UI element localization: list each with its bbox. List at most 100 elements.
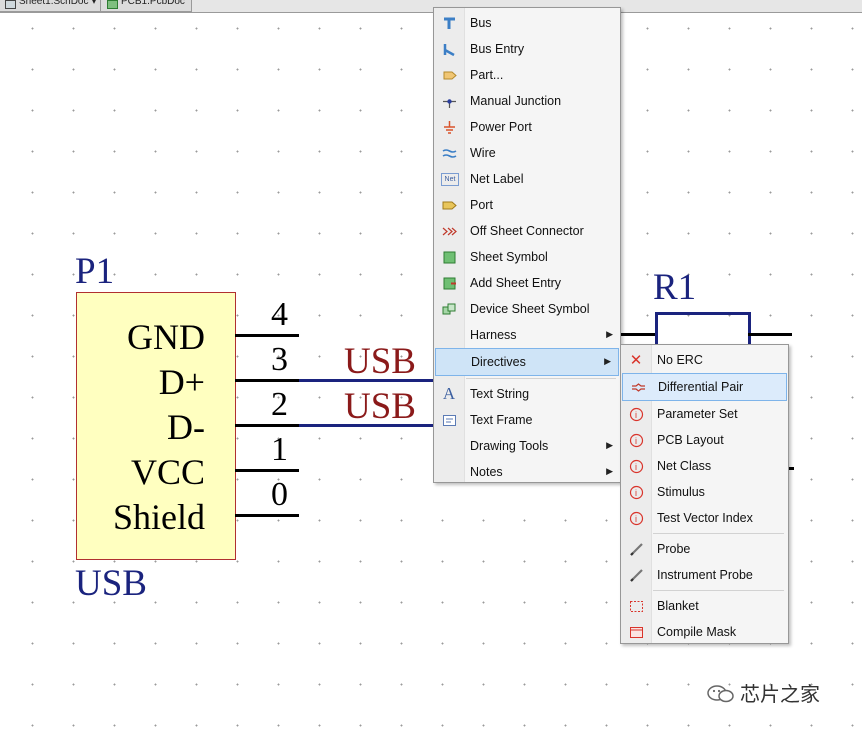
svg-text:i: i [635, 436, 637, 446]
menu-item-directives[interactable]: Directives ▶ [435, 348, 619, 376]
tab-schdoc[interactable]: Sheet1.SchDoc ▾ [0, 0, 104, 12]
menu-item-pcb-layout[interactable]: i PCB Layout [621, 427, 788, 453]
blanket-icon [628, 598, 644, 614]
wechat-icon [706, 683, 734, 703]
menu-item-notes[interactable]: Notes ▶ [470, 465, 613, 479]
menu-item-wire[interactable]: Wire [434, 140, 620, 166]
svg-text:i: i [635, 488, 637, 498]
port-icon [441, 197, 457, 213]
component-comment[interactable]: USB [75, 563, 147, 604]
test-vector-index-icon: i [628, 510, 644, 526]
differential-pair-icon [630, 379, 646, 395]
place-context-menu: Bus Bus Entry Part... Manual Junction Po… [433, 7, 621, 483]
device-sheet-symbol-icon [441, 301, 457, 317]
pin-line[interactable] [235, 379, 299, 382]
menu-item-blanket[interactable]: Blanket [621, 593, 788, 619]
pin-line[interactable] [235, 514, 299, 517]
menu-item-harness[interactable]: Harness ▶ [470, 328, 613, 342]
net-label-dminus[interactable]: USB [344, 386, 416, 427]
menu-separator [434, 376, 620, 381]
submenu-arrow-icon: ▶ [606, 440, 613, 450]
resistor-designator[interactable]: R1 [653, 267, 697, 308]
menu-item-probe[interactable]: Probe [621, 536, 788, 562]
menu-item-parameter-set[interactable]: i Parameter Set [621, 401, 788, 427]
text-string-icon: A [442, 384, 456, 403]
pin-name-dminus: D- [167, 407, 205, 447]
submenu-arrow-icon: ▶ [604, 356, 611, 366]
menu-separator [621, 531, 788, 536]
menu-item-manual-junction[interactable]: Manual Junction [434, 88, 620, 114]
menu-item-bus[interactable]: Bus [434, 10, 620, 36]
menu-item-stimulus[interactable]: i Stimulus [621, 479, 788, 505]
net-label-dplus[interactable]: USB [344, 341, 416, 382]
svg-text:i: i [635, 462, 637, 472]
menu-item-device-sheet-symbol[interactable]: Device Sheet Symbol [434, 296, 620, 322]
bus-entry-icon [441, 41, 457, 57]
no-erc-icon: ✕ [629, 352, 643, 369]
wire-dplus[interactable] [299, 379, 435, 382]
pin-line[interactable] [235, 334, 299, 337]
parameter-set-icon: i [628, 406, 644, 422]
instrument-probe-icon [628, 567, 644, 583]
text-frame-icon [441, 412, 457, 428]
pin-line[interactable] [235, 469, 299, 472]
stimulus-icon: i [628, 484, 644, 500]
menu-item-sheet-symbol[interactable]: Sheet Symbol [434, 244, 620, 270]
pin-number: 0 [271, 476, 288, 513]
net-class-icon: i [628, 458, 644, 474]
menu-item-instrument-probe[interactable]: Instrument Probe [621, 562, 788, 588]
menu-item-text-string[interactable]: A Text String [442, 384, 530, 403]
pin-number: 3 [271, 341, 288, 378]
wire-icon [441, 145, 457, 161]
component-body[interactable] [76, 292, 236, 560]
svg-text:i: i [635, 514, 637, 524]
resistor-body[interactable] [655, 312, 751, 348]
directives-submenu: ✕ No ERC Differential Pair i Parameter S… [620, 344, 789, 644]
menu-item-port[interactable]: Port [434, 192, 620, 218]
pin-name-shield: Shield [112, 497, 205, 537]
menu-item-off-sheet-connector[interactable]: Off Sheet Connector [434, 218, 620, 244]
pin-line[interactable] [235, 424, 299, 427]
watermark: 芯片之家 [706, 678, 820, 707]
component-designator[interactable]: P1 [75, 251, 115, 292]
svg-text:i: i [635, 410, 637, 420]
resistor-lead-right[interactable] [748, 333, 792, 336]
tab-pcbdoc[interactable]: PCB1.PcbDoc [100, 0, 192, 12]
menu-item-differential-pair[interactable]: Differential Pair [622, 373, 787, 401]
wire-stub[interactable] [788, 467, 794, 470]
document-tab-strip: Sheet1.SchDoc ▾ PCB1.PcbDoc [0, 0, 862, 13]
wire-dminus[interactable] [299, 424, 435, 427]
pin-name-gnd: GND [127, 317, 205, 357]
part-icon [441, 67, 457, 83]
menu-item-compile-mask[interactable]: Compile Mask [621, 619, 788, 645]
menu-item-test-vector-index[interactable]: i Test Vector Index [621, 505, 788, 531]
menu-item-text-frame[interactable]: Text Frame [434, 407, 620, 433]
power-port-icon [441, 119, 457, 135]
pcb-layout-icon: i [628, 432, 644, 448]
bus-icon [441, 15, 457, 31]
menu-item-net-class[interactable]: i Net Class [621, 453, 788, 479]
menu-item-drawing-tools[interactable]: Drawing Tools ▶ [470, 439, 613, 453]
tab-label: PCB1.PcbDoc [121, 0, 185, 7]
pin-name-dplus: D+ [158, 362, 205, 402]
menu-item-power-port[interactable]: Power Port [434, 114, 620, 140]
sheet-entry-icon [441, 275, 457, 291]
menu-item-no-erc[interactable]: ✕ No ERC [629, 352, 703, 369]
menu-item-bus-entry[interactable]: Bus Entry [434, 36, 620, 62]
watermark-text: 芯片之家 [740, 684, 820, 706]
resistor-lead-left[interactable] [620, 333, 655, 336]
tab-dropdown-icon[interactable]: ▾ [91, 0, 97, 7]
compile-mask-icon [628, 624, 644, 640]
submenu-arrow-icon: ▶ [606, 329, 613, 339]
sheet-symbol-icon [441, 249, 457, 265]
menu-item-part[interactable]: Part... [434, 62, 620, 88]
pin-name-vcc: VCC [130, 452, 205, 492]
menu-item-add-sheet-entry[interactable]: Add Sheet Entry [434, 270, 620, 296]
probe-icon [628, 541, 644, 557]
off-sheet-connector-icon [441, 223, 457, 239]
menu-item-net-label[interactable]: Net Net Label [434, 166, 620, 192]
menu-separator [621, 588, 788, 593]
pcb-doc-icon [107, 0, 118, 9]
submenu-arrow-icon: ▶ [606, 466, 613, 476]
junction-icon [441, 93, 457, 109]
